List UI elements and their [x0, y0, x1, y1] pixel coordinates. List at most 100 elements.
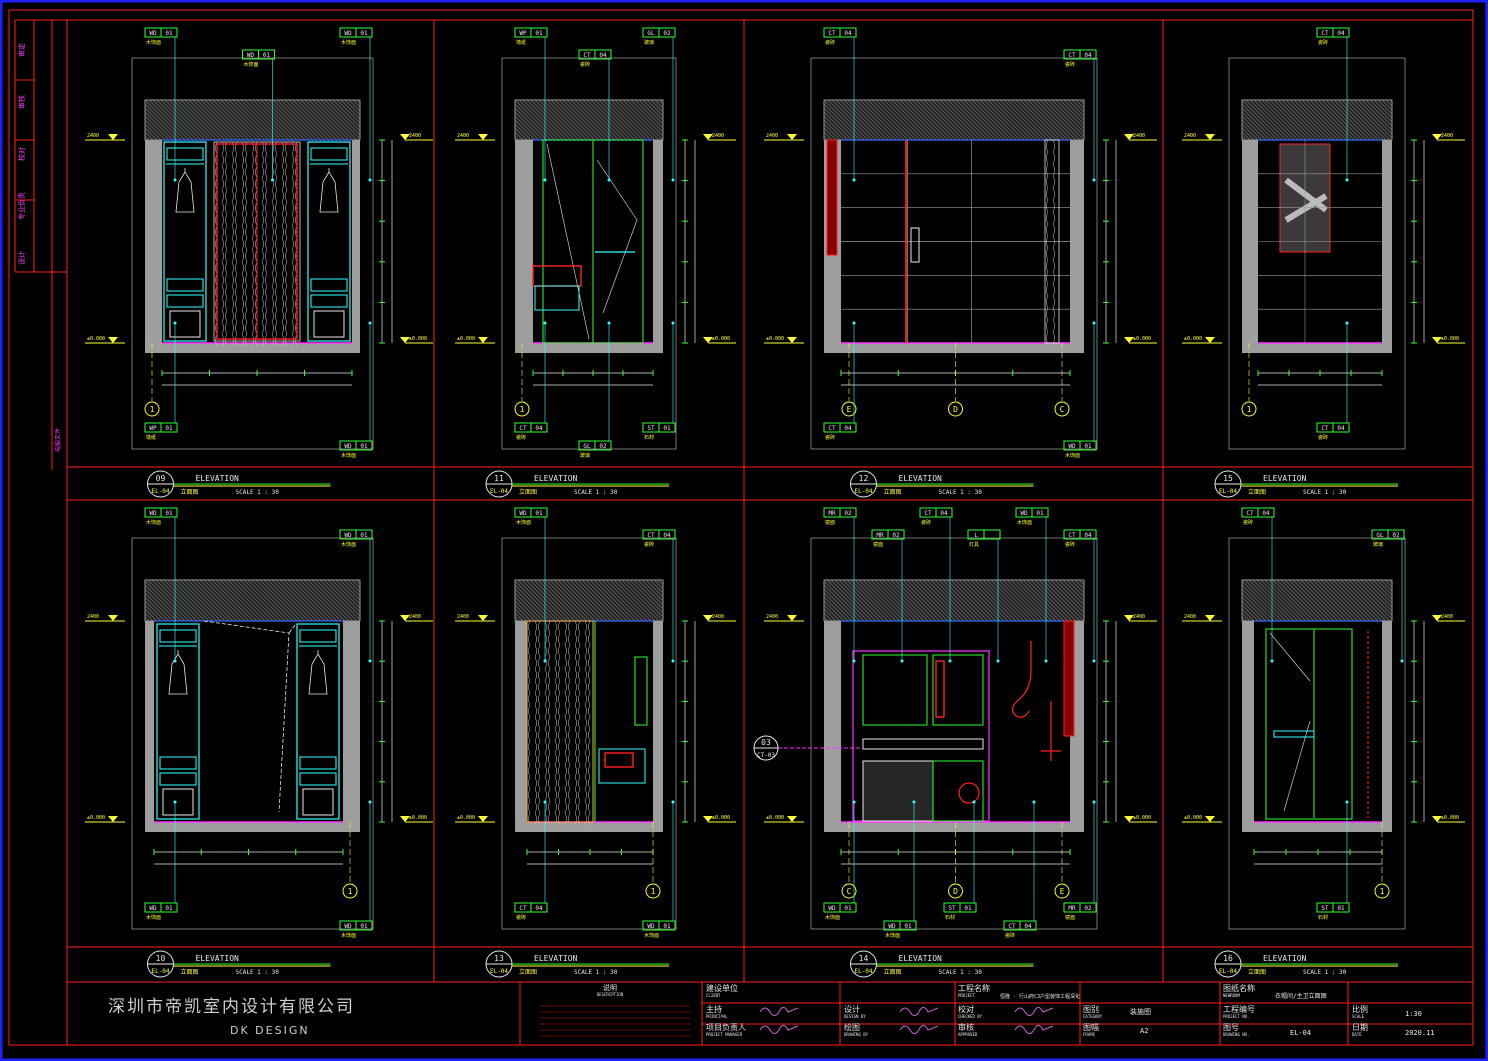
material-tag-no-box	[594, 440, 612, 451]
view-13-frame	[501, 537, 677, 930]
material-tag-no-box	[1332, 422, 1350, 433]
drawn-label-en: DRAWING BY	[844, 1032, 869, 1037]
wardrobe-right-shelf	[299, 629, 337, 643]
grid-bubble-C	[841, 883, 857, 899]
material-tag-name: 木饰面	[885, 932, 900, 939]
material-tag-no: 01	[535, 510, 543, 517]
material-tag-no-box	[887, 529, 905, 540]
material-tag-name: 木饰面	[1017, 519, 1032, 526]
material-tag-name: 墙纸	[516, 39, 526, 46]
grid-bubble-label-E: E	[847, 405, 852, 414]
level-text-0: 2400	[712, 614, 724, 620]
material-leader-dot	[900, 659, 904, 663]
mirror-reflection	[1284, 177, 1328, 223]
signature-1	[759, 1024, 799, 1034]
level-marker-left-1	[787, 816, 797, 822]
cabinet-right	[932, 760, 984, 822]
material-tag-name: 木饰面	[146, 914, 161, 921]
material-tag-no-box	[160, 902, 178, 913]
material-tag-no-box	[160, 507, 178, 518]
material-tag-code: CT	[828, 425, 836, 432]
level-text-1: ±0.000	[409, 336, 427, 342]
wood-door-panel-grain	[528, 620, 591, 826]
view-15-floor	[1242, 343, 1392, 353]
material-tag-name: 瓷砖	[1065, 61, 1075, 68]
material-leader-dot	[852, 800, 856, 804]
view-title-text: ELEVATION	[196, 474, 240, 483]
material-leader-dot	[173, 178, 177, 182]
frame-value: A2	[1140, 1027, 1148, 1035]
material-tag-code: GL	[647, 30, 655, 37]
material-tag-no-box	[530, 902, 548, 913]
client-label-en: CLIENT	[706, 993, 721, 998]
view-10-right-wall	[343, 621, 360, 832]
material-leader-dot	[543, 800, 547, 804]
view-13-floor	[515, 822, 663, 832]
grid-bubble-1	[514, 401, 530, 417]
wall-niche	[634, 656, 648, 726]
material-tag-name: 墙纸	[146, 434, 156, 441]
material-tag-code: MR	[828, 510, 836, 517]
view-title-num: 15	[1223, 474, 1233, 483]
view-09-frame	[131, 57, 374, 450]
level-text-left-1: ±0.000	[1184, 815, 1202, 821]
glass-shower-panel	[1265, 628, 1353, 820]
notes-label: 说明	[603, 983, 617, 992]
approved-label-en: APPROVED	[958, 1032, 978, 1037]
material-tag-no-box	[1079, 902, 1097, 913]
view-16-frame	[1228, 537, 1406, 930]
level-marker-1	[1432, 337, 1442, 343]
dwgno-label-en: DRAWING NO.	[1223, 1032, 1250, 1037]
wardrobe-right-stool	[313, 310, 345, 338]
material-tag-code: WD	[344, 443, 352, 450]
material-tag-no: 01	[964, 905, 972, 912]
material-tag-no-box	[355, 27, 373, 38]
material-leader-dot	[543, 321, 547, 325]
view-title-scale: SCALE 1 : 30	[1303, 489, 1347, 496]
side-strip-note: 电脑文件	[54, 428, 62, 452]
shower-fixture	[1011, 641, 1061, 761]
mirror-outline	[203, 620, 296, 813]
wardrobe-right	[296, 623, 340, 820]
material-tag-name: 瓷砖	[580, 61, 590, 68]
view-10-left-wall	[145, 621, 154, 832]
level-marker-left-1	[478, 816, 488, 822]
material-tag-no: 04	[844, 30, 852, 37]
signature-5	[1014, 1024, 1054, 1034]
view-title-ref: EL-04	[1219, 968, 1237, 975]
view-14-floor	[824, 822, 1084, 832]
level-marker-left-0	[1205, 134, 1215, 140]
view-title-text: ELEVATION	[196, 954, 240, 963]
material-tag-no-box	[658, 422, 676, 433]
side-strip-label: 审定	[17, 43, 26, 57]
material-tag-code: MR	[876, 532, 884, 539]
material-tag-no-box	[1079, 440, 1097, 451]
level-text-0: 2400	[1133, 614, 1145, 620]
view-16-floor	[1242, 822, 1392, 832]
projno-label: 工程编号	[1223, 1004, 1255, 1014]
dwgname-label: 图纸名称	[1223, 983, 1255, 993]
wardrobe-right-shelf	[310, 147, 348, 161]
scale-value: 1:30	[1405, 1010, 1422, 1018]
material-tag-code: ST	[1321, 905, 1329, 912]
chief-label-en: PRINCIPAL	[706, 1014, 728, 1019]
frame-label-en: FRAME	[1083, 1032, 1096, 1037]
level-marker-left-0	[108, 134, 118, 140]
material-tag-no-box	[935, 507, 953, 518]
company-name: 深圳市帝凯室内设计有限公司	[108, 997, 355, 1017]
view-title-text: ELEVATION	[899, 954, 943, 963]
mirror-right	[932, 654, 984, 726]
